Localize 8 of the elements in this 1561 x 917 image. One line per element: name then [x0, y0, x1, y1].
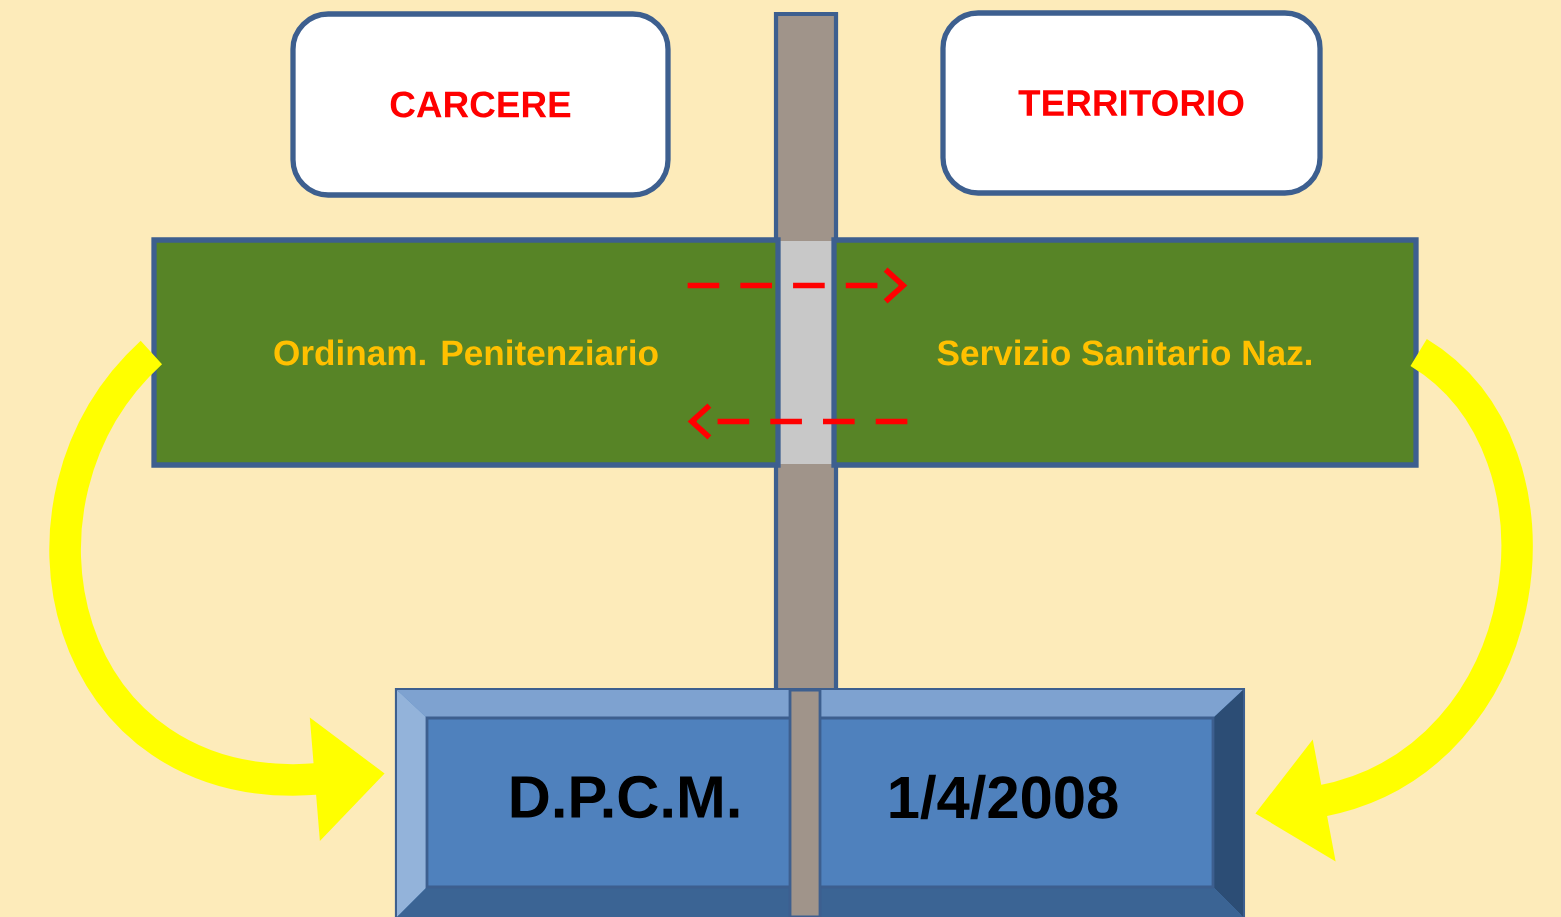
label-box: CARCERE — [290, 11, 671, 198]
dashed-arrow — [687, 267, 908, 304]
band-box: Servizio Sanitario Naz. — [831, 237, 1419, 468]
plaque-text: 1/4/2008 — [890, 774, 1118, 820]
dashed-arrow — [687, 403, 908, 440]
plaque-text: D.P.C.M. — [511, 775, 739, 819]
band-box: Ordinam. Penitenziario — [151, 237, 781, 468]
label-box: TERRITORIO — [940, 10, 1323, 196]
